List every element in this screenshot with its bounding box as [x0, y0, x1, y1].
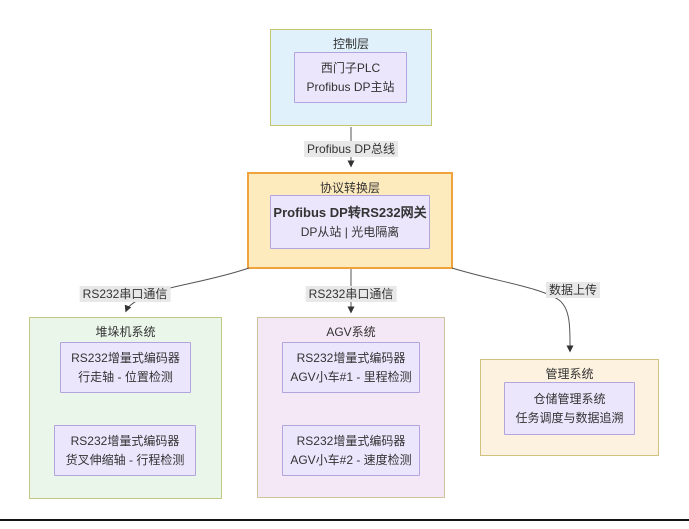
edge-label-data-upload: 数据上传	[545, 282, 601, 298]
stacker-encoder-2-line2: 货叉伸缩轴 - 行程检测	[65, 452, 185, 467]
plc-node-line1: 西门子PLC	[320, 60, 381, 75]
stacker-encoder-node-1: RS232增量式编码器 行走轴 - 位置检测	[60, 342, 191, 393]
edge-label-rs232-agv: RS232串口通信	[305, 286, 397, 302]
stacker-encoder-1-line1: RS232增量式编码器	[71, 350, 180, 365]
gateway-node-line1: Profibus DP转RS232网关	[273, 204, 427, 220]
agv-encoder-1-line2: AGV小车#1 - 里程检测	[290, 369, 412, 384]
edge-label-rs232-stacker: RS232串口通信	[79, 286, 171, 302]
agv-encoder-2-line2: AGV小车#2 - 速度检测	[290, 452, 412, 467]
edge-gateway-to-management	[451, 267, 574, 353]
gateway-node: Profibus DP转RS232网关 DP从站 | 光电隔离	[270, 195, 430, 249]
edge-label-profibus-bus: Profibus DP总线	[303, 141, 399, 157]
wms-node: 仓储管理系统 任务调度与数据追溯	[504, 382, 635, 435]
protocol-layer-title: 协议转换层	[319, 181, 380, 195]
stacker-encoder-1-line2: 行走轴 - 位置检测	[78, 369, 173, 384]
wms-node-line2: 任务调度与数据追溯	[515, 410, 624, 425]
stacker-encoder-2-line1: RS232增量式编码器	[70, 433, 180, 448]
agv-system-title: AGV系统	[326, 325, 376, 339]
agv-encoder-node-1: RS232增量式编码器 AGV小车#1 - 里程检测	[282, 342, 420, 393]
agv-encoder-node-2: RS232增量式编码器 AGV小车#2 - 速度检测	[282, 425, 420, 476]
wms-node-line1: 仓储管理系统	[533, 391, 606, 406]
agv-encoder-1-line1: RS232增量式编码器	[296, 350, 406, 365]
bottom-divider	[0, 519, 689, 521]
plc-node: 西门子PLC Profibus DP主站	[294, 52, 407, 103]
control-layer-title: 控制层	[332, 37, 369, 51]
gateway-node-line2: DP从站 | 光电隔离	[300, 224, 400, 239]
stacker-encoder-node-2: RS232增量式编码器 货叉伸缩轴 - 行程检测	[54, 425, 196, 476]
agv-encoder-2-line1: RS232增量式编码器	[296, 433, 406, 448]
plc-node-line2: Profibus DP主站	[306, 79, 395, 94]
management-system-title: 管理系统	[545, 367, 594, 381]
stacker-system-title: 堆垛机系统	[95, 325, 156, 339]
